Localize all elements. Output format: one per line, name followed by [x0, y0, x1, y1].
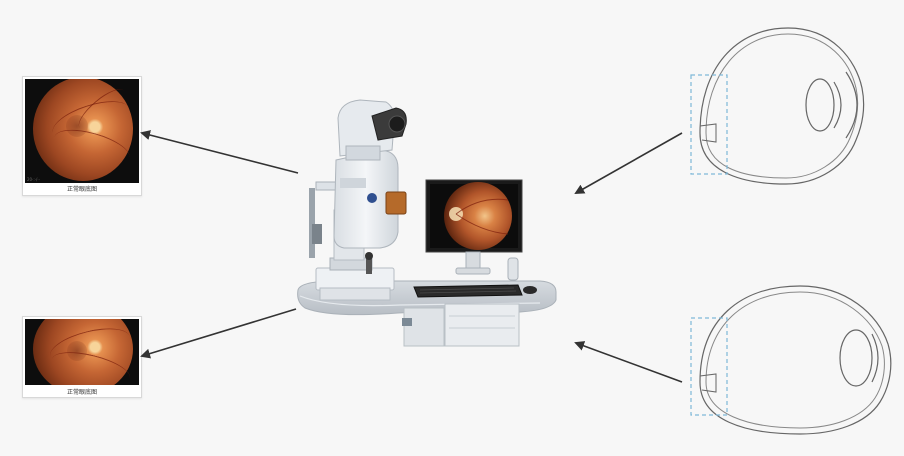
- monitor-icon: [426, 180, 522, 280]
- arrow-from-bottom-eye: [576, 343, 682, 382]
- arrow-from-top-eye: [576, 133, 682, 193]
- arrow-to-top-photo: [142, 133, 298, 173]
- eye-cross-section-icon-top: [691, 28, 864, 184]
- dashed-region-bottom: [691, 318, 727, 415]
- eye-cross-section-icon-bottom: [691, 286, 891, 434]
- keyboard-icon: [414, 285, 537, 297]
- arrow-to-bottom-photo: [142, 309, 296, 356]
